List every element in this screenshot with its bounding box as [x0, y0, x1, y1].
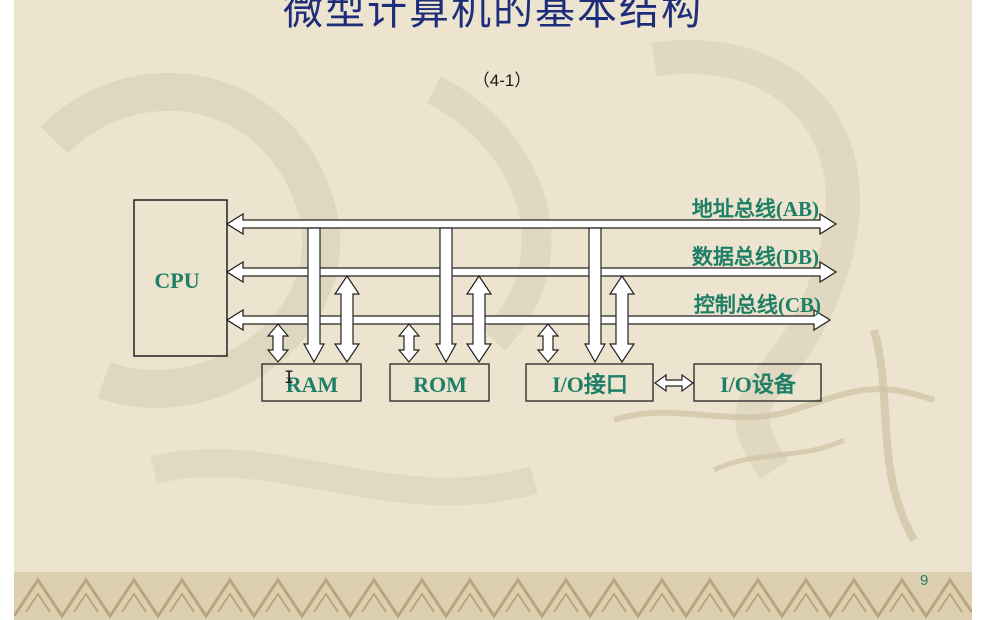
- io-interface-box: [525, 363, 654, 402]
- address-bus-arrow: [225, 212, 838, 236]
- calligraphy-background: [40, 39, 935, 542]
- control-bus-label: 控制总线(CB): [694, 293, 821, 317]
- slide-title: 微型计算机的基本结构: [283, 0, 703, 34]
- data-bus-arrow: [225, 260, 838, 284]
- rom-box: [389, 363, 490, 402]
- ram-data-arrow: [333, 274, 361, 364]
- control-bus-arrow: [225, 308, 832, 332]
- rom-address-arrow: [434, 227, 458, 364]
- io-data-arrow: [608, 274, 636, 364]
- computer-structure-diagram: CPU 地址总线(AB) 数据总线(DB) 控制总线(CB) RAM ROM I…: [133, 197, 838, 402]
- data-bus-label: 数据总线(DB): [692, 245, 819, 269]
- address-bus-label: 地址总线(AB): [692, 197, 819, 221]
- ram-box: [261, 363, 362, 402]
- slide: 微型计算机的基本结构 （4-1） CPU 地址总线(AB) 数据总线(DB) 控…: [14, 0, 972, 620]
- cpu-label: CPU: [154, 268, 199, 293]
- io-link-arrow: [653, 373, 695, 393]
- ram-control-arrow: [266, 323, 290, 363]
- page-number: 9: [920, 572, 929, 589]
- io-control-arrow: [536, 323, 560, 363]
- io-device-label: I/O设备: [720, 372, 797, 397]
- ram-label: RAM: [286, 372, 339, 397]
- rom-control-arrow: [397, 323, 421, 363]
- rom-label: ROM: [413, 372, 467, 397]
- io-device-box: [693, 363, 822, 402]
- slide-subtitle: （4-1）: [472, 71, 532, 90]
- ram-address-arrow: [302, 227, 326, 364]
- text-cursor-icon: I: [284, 368, 295, 388]
- io-address-arrow: [583, 227, 607, 364]
- rom-data-arrow: [465, 274, 493, 364]
- decorative-border-band: [14, 572, 972, 620]
- io-interface-label: I/O接口: [552, 372, 628, 397]
- cpu-box: [133, 199, 228, 357]
